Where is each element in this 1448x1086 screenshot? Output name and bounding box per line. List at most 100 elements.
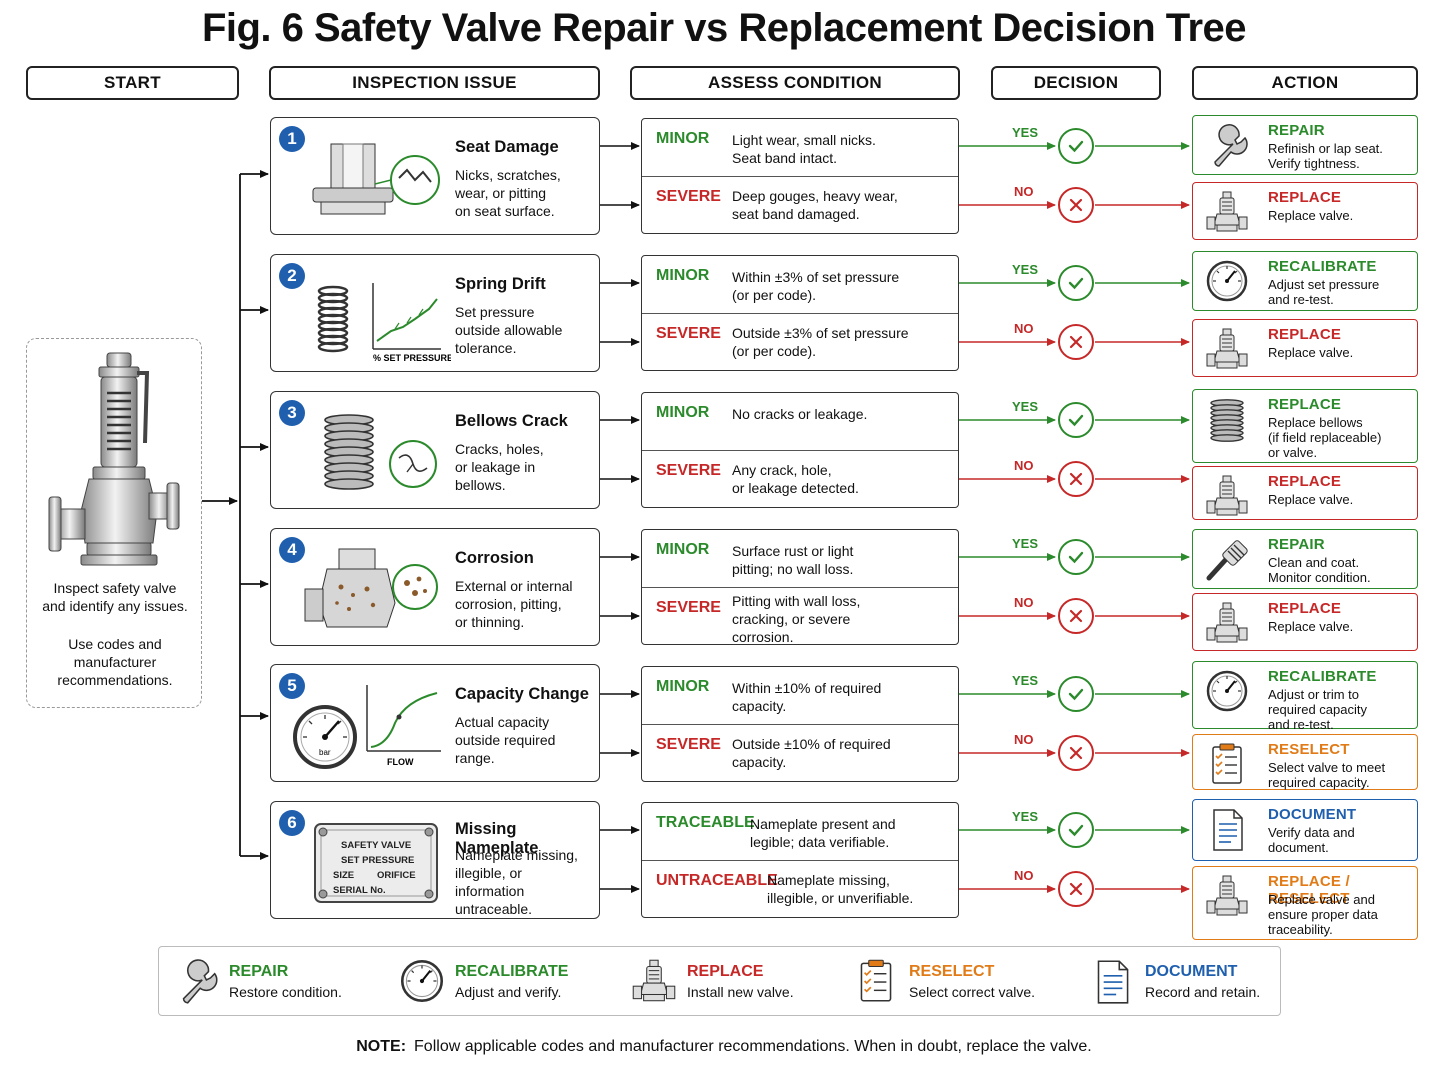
cross-icon [1058,187,1094,223]
action-description: Replace valve. [1268,619,1416,634]
document-icon [1201,806,1253,852]
legend-title: RESELECT [909,963,995,980]
gauge-icon [1201,258,1253,304]
condition-line: Deep gouges, heavy wear, [732,188,898,204]
issue-number-badge: 5 [279,673,305,699]
action-title: REPAIR [1268,536,1325,553]
legend-title: RECALIBRATE [455,963,569,980]
spring-chart-label: % SET PRESSURE [373,353,451,363]
action-desc-line: Adjust set pressure [1268,277,1380,292]
issue-title: Capacity Change [455,685,589,703]
condition-level-good: MINOR [656,404,710,421]
condition-line: capacity. [732,754,787,770]
issue-title: Spring Drift [455,275,546,293]
check-icon [1058,128,1094,164]
issue-desc-line: information [455,883,525,899]
issue-number-badge: 2 [279,263,305,289]
valve-icon [1201,600,1253,646]
action-title: REPLACE / RESELECT [1268,873,1350,907]
issue-illustration [291,406,451,502]
issue-desc-line: Nameplate missing, [455,847,578,863]
action-title: DOCUMENT [1268,806,1357,823]
start-text-line5: recommendations. [57,672,173,688]
legend-desc: Select correct valve. [909,984,1036,1000]
cross-icon [1058,735,1094,771]
action-card: REPAIR Clean and coat.Monitor condition. [1192,529,1418,589]
issue-desc-line: outside allowable [455,322,563,338]
action-desc-line: Replace valve and [1268,892,1375,907]
valve-icon [627,957,681,1010]
valve-icon [1201,873,1253,919]
condition-line: Outside ±10% of required [732,736,891,752]
decision-yes-label: YES [1012,673,1039,688]
action-desc-line: required capacity. [1268,775,1370,790]
action-title: REPLACE [1268,473,1342,490]
cross-icon [1058,324,1094,360]
issue-desc-line: tolerance. [455,340,517,356]
condition-text-good: Within ±3% of set pressure(or per code). [732,268,899,304]
issue-desc-line: untraceable. [455,901,533,917]
start-text-line1: Inspect safety valve [53,580,177,596]
decision-no-label: NO [1014,458,1034,473]
assess-divider [642,724,958,725]
condition-line: (or per code). [732,287,817,303]
issue-desc-line: Cracks, holes, [455,441,544,457]
condition-line: Pitting with wall loss, [732,593,861,609]
issue-illustration: % SET PRESSURE [291,269,453,365]
condition-text-good: No cracks or leakage. [732,405,867,423]
brush-icon [1201,536,1253,582]
valve-icon [1201,189,1253,235]
plate-line-1: SAFETY VALVE [341,840,411,851]
cross-icon [1058,871,1094,907]
issue-number-badge: 4 [279,537,305,563]
condition-line: Outside ±3% of set pressure [732,325,909,341]
action-title: REPAIR [1268,122,1325,139]
action-description: Clean and coat.Monitor condition. [1268,555,1416,585]
decision-no-label: NO [1014,732,1034,747]
condition-line: Seat band intact. [732,150,838,166]
document-icon [1085,957,1139,1010]
bellows-icon [1201,396,1253,442]
issue-desc-line: wear, or pitting [455,185,547,201]
issue-number-badge: 3 [279,400,305,426]
start-text-line3: Use codes and [68,636,162,652]
action-desc-line: traceability. [1268,922,1333,937]
action-desc-line: (if field replaceable) [1268,430,1382,445]
action-description: Replace valve. [1268,208,1416,223]
action-description: Refinish or lap seat.Verify tightness. [1268,141,1416,171]
valve-icon [1201,473,1253,519]
assess-divider [642,587,958,588]
issue-desc-line: range. [455,750,495,766]
issue-desc-line: illegible, or [455,865,522,881]
gauge-icon [395,957,449,1010]
check-icon [1058,402,1094,438]
action-desc-line: Replace valve. [1268,492,1354,507]
action-desc-line: Replace valve. [1268,619,1354,634]
action-title: RESELECT [1268,741,1350,758]
assess-divider [642,860,958,861]
check-icon [1058,265,1094,301]
decision-yes-label: YES [1012,262,1039,277]
plate-line-4: SERIAL No. [333,885,386,896]
note: NOTE:Follow applicable codes and manufac… [0,1038,1448,1056]
valve-icon [1201,326,1253,372]
condition-line: cracking, or severe [732,611,851,627]
header-decision: DECISION [991,66,1161,100]
note-label: NOTE: [356,1038,407,1055]
legend-desc: Record and retain. [1145,984,1261,1000]
condition-line: capacity. [732,698,787,714]
